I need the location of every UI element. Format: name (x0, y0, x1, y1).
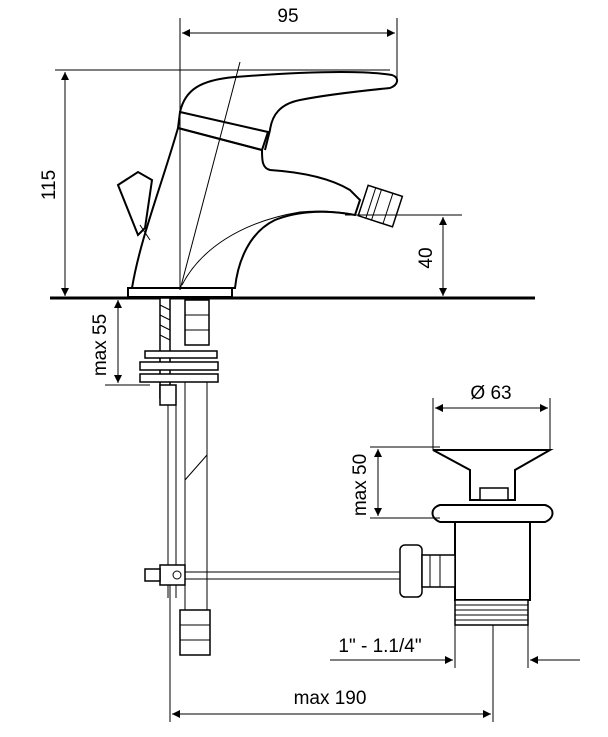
dim-max-50: max 50 (350, 454, 371, 516)
dim-spout-40: 40 (416, 247, 437, 268)
dimensions: 95 115 40 max 55 Ø 63 max 50 1" - 1.1/4"… (39, 6, 580, 722)
faucet-body (116, 18, 404, 298)
mounting-hardware (139, 297, 400, 656)
pop-up-waste (399, 449, 554, 626)
dim-height-115: 115 (39, 170, 60, 200)
dim-thread-size: 1" - 1.1/4" (338, 636, 421, 657)
dim-max-55: max 55 (90, 314, 111, 376)
dim-max-190: max 190 (294, 688, 367, 709)
dim-diameter-63: Ø 63 (470, 383, 511, 404)
dim-width-95: 95 (277, 6, 298, 27)
